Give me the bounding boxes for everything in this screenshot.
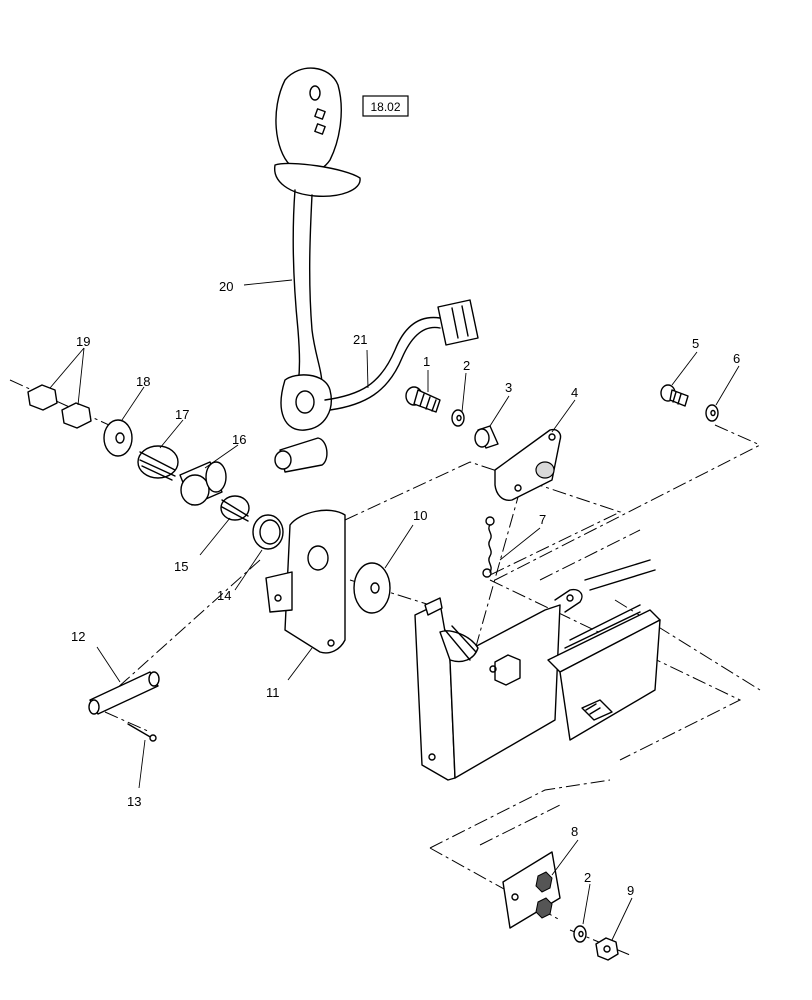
- callout-5: 5: [692, 336, 699, 351]
- spacer-3[interactable]: [474, 425, 499, 449]
- callout-9: 9: [627, 883, 634, 898]
- nut-19[interactable]: [27, 384, 92, 429]
- callout-13: 13: [127, 794, 141, 809]
- mounting-plate-4[interactable]: [494, 428, 562, 501]
- washer-18[interactable]: [103, 419, 133, 457]
- washer-10[interactable]: [353, 562, 391, 614]
- callout-7: 7: [539, 512, 546, 527]
- wiring-harness[interactable]: [324, 299, 479, 411]
- callout-14: 14: [217, 588, 231, 603]
- callout-8: 8: [571, 824, 578, 839]
- spring-7[interactable]: [482, 516, 495, 578]
- callout-11: 11: [266, 685, 280, 700]
- bracket-8[interactable]: [502, 851, 561, 929]
- callout-labels: 19 18 17 16 15 14 11 10 12 13 20 21 1 2 …: [71, 279, 740, 898]
- bracket-11[interactable]: [265, 509, 346, 654]
- leader-lines: [49, 279, 740, 941]
- washer-2-upper[interactable]: [451, 409, 465, 427]
- callout-10: 10: [413, 508, 427, 523]
- pin-12[interactable]: [88, 671, 160, 715]
- cotter-pin-13[interactable]: [127, 723, 157, 742]
- washer-6[interactable]: [705, 404, 719, 422]
- callout-18: 18: [136, 374, 150, 389]
- spring-15[interactable]: [220, 495, 250, 522]
- callout-20: 20: [219, 279, 233, 294]
- callout-2-upper: 2: [463, 358, 470, 373]
- spring-17[interactable]: [137, 445, 179, 481]
- bushing-16[interactable]: [179, 461, 227, 506]
- callout-19: 19: [76, 334, 90, 349]
- callout-2-lower: 2: [584, 870, 591, 885]
- reference-box[interactable]: 18.02: [362, 95, 409, 117]
- callout-1: 1: [423, 354, 430, 369]
- bolt-1[interactable]: [405, 386, 441, 413]
- callout-12: 12: [71, 629, 85, 644]
- washer-2-lower[interactable]: [573, 925, 587, 943]
- callout-3: 3: [505, 380, 512, 395]
- handle-button-icon: [309, 85, 321, 101]
- reference-label: 18.02: [370, 100, 400, 114]
- callout-16: 16: [232, 432, 246, 447]
- base-frame[interactable]: [414, 559, 661, 781]
- callout-17: 17: [175, 407, 189, 422]
- callout-21: 21: [353, 332, 367, 347]
- bolt-5[interactable]: [660, 384, 689, 407]
- callout-4: 4: [571, 385, 578, 400]
- nut-9[interactable]: [595, 937, 619, 961]
- joystick-handle[interactable]: [274, 67, 361, 473]
- callout-6: 6: [733, 351, 740, 366]
- o-ring-14[interactable]: [252, 514, 284, 550]
- callout-15: 15: [174, 559, 188, 574]
